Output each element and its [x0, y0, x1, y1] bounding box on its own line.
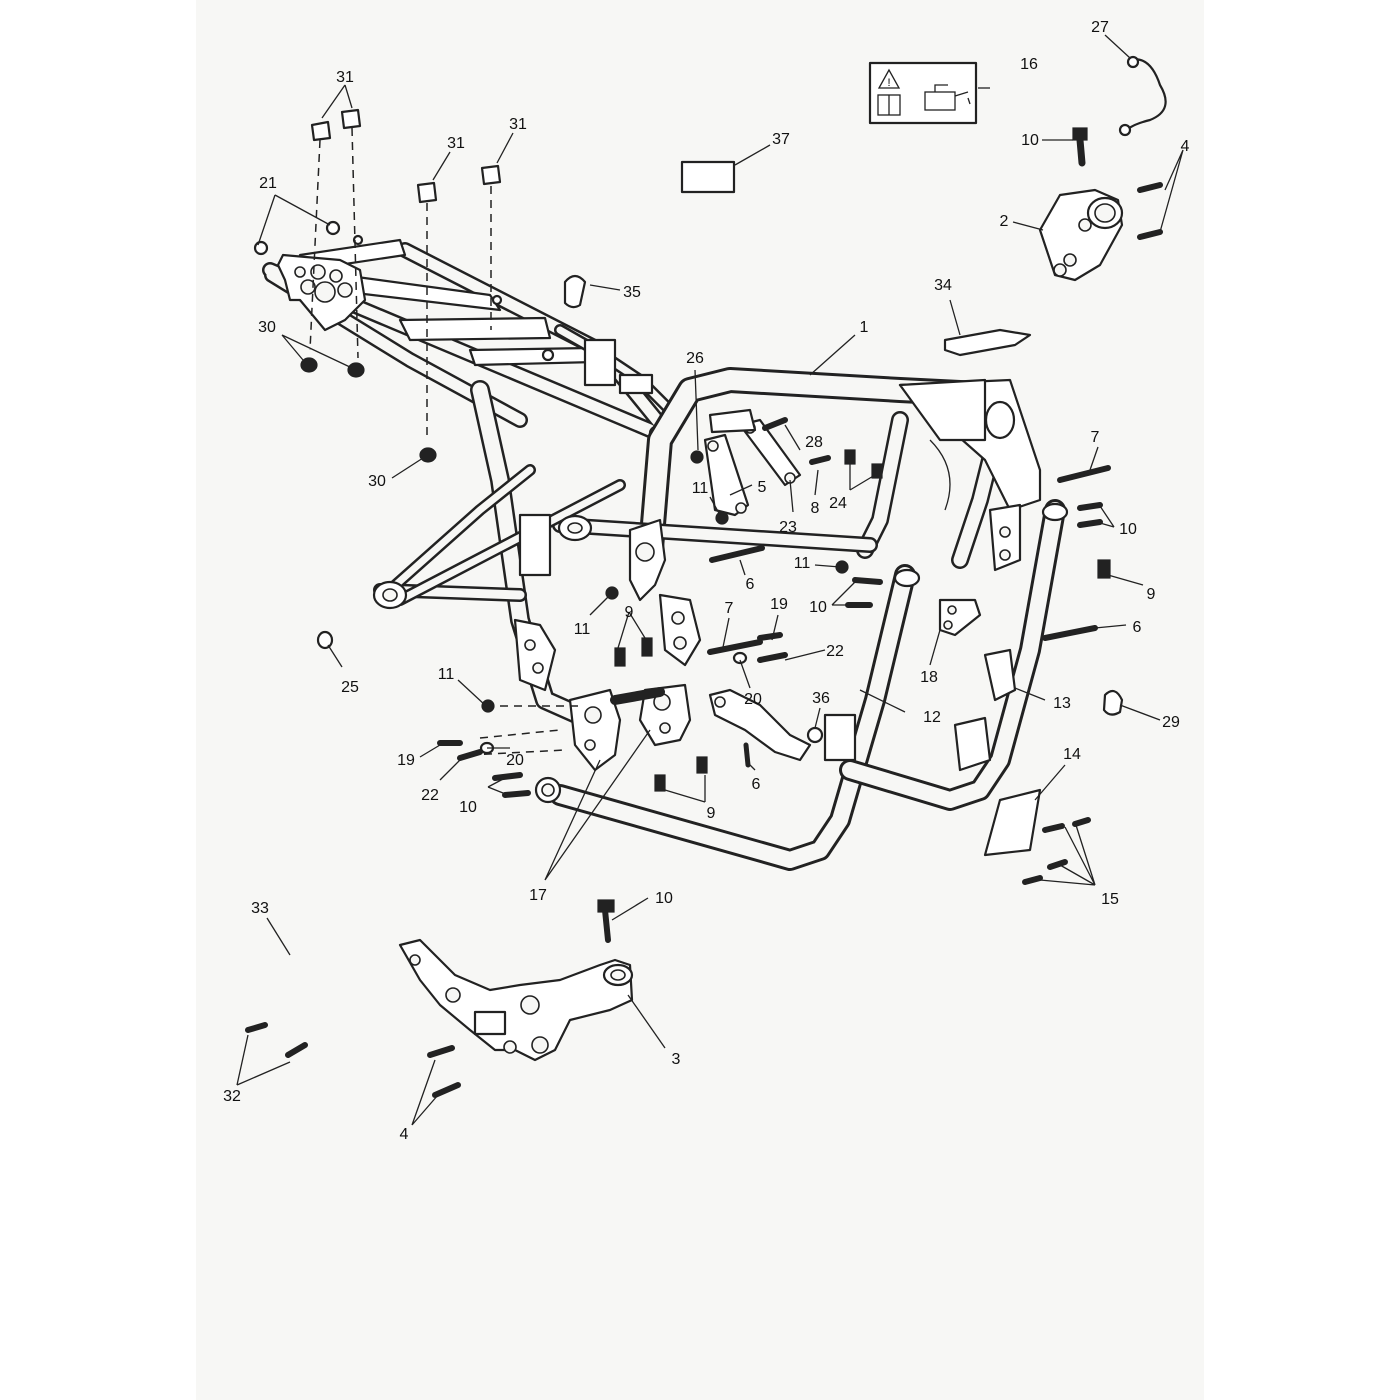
- callout-31a: 31: [336, 69, 354, 86]
- callout-11c: 11: [794, 555, 811, 572]
- callout-30a: 30: [258, 319, 276, 336]
- callout-27: 27: [1091, 19, 1109, 36]
- heel-guard-33: [276, 253, 367, 332]
- callout-20b: 20: [506, 752, 524, 769]
- lower-rail-left-12: [534, 564, 921, 871]
- callout-26: 26: [686, 350, 704, 367]
- callout-30b: 30: [368, 473, 386, 490]
- callout-36: 36: [812, 690, 830, 707]
- callout-18: 18: [920, 669, 938, 686]
- callout-35: 35: [623, 284, 641, 301]
- callout-23: 23: [779, 519, 797, 536]
- callout-31b: 31: [447, 135, 465, 152]
- bracket-lower-center: [708, 688, 857, 762]
- callout-9a: 9: [625, 604, 634, 621]
- callout-10c: 10: [809, 599, 827, 616]
- bolts: [245, 127, 1163, 1098]
- main-frame: [372, 367, 1042, 730]
- callout-6a: 6: [746, 576, 755, 593]
- callout-24: 24: [829, 495, 847, 512]
- mount-bracket-2: [1038, 188, 1124, 282]
- callout-11a: 11: [574, 621, 591, 638]
- callout-28: 28: [805, 434, 823, 451]
- clip-25: [316, 630, 334, 650]
- callout-16: 16: [1020, 56, 1038, 73]
- callout-9b: 9: [1147, 586, 1156, 603]
- label-37: [680, 160, 736, 194]
- callout-3: 3: [672, 1051, 681, 1068]
- callout-5: 5: [758, 479, 767, 496]
- footrest-mount-3: [398, 938, 634, 1062]
- lower-rail-right-13: [839, 499, 1069, 811]
- alignment-dashes: [309, 127, 580, 756]
- callout-21: 21: [259, 175, 277, 192]
- callout-10e: 10: [655, 890, 673, 907]
- callout-4b: 4: [400, 1126, 409, 1143]
- callout-labels: 1 2 3 4 4 5 6 6 6 7 7 8 9 9 9 10 10 10 1…: [223, 19, 1189, 1143]
- callout-7b: 7: [725, 600, 734, 617]
- callout-31c: 31: [509, 116, 527, 133]
- callout-9c: 9: [707, 805, 716, 822]
- callout-33: 33: [251, 900, 269, 917]
- callout-8: 8: [811, 500, 820, 517]
- side-plate-left-17: [568, 683, 692, 772]
- callout-4a: 4: [1181, 138, 1190, 155]
- callout-7a: 7: [1091, 429, 1100, 446]
- callout-17: 17: [529, 887, 547, 904]
- callout-34: 34: [934, 277, 952, 294]
- callout-13: 13: [1053, 695, 1071, 712]
- warning-decal-16: !: [868, 61, 978, 125]
- leader-lines: [236, 34, 1184, 1126]
- callout-14: 14: [1063, 746, 1081, 763]
- callout-15: 15: [1101, 891, 1119, 908]
- sleeve-35: [563, 274, 587, 309]
- callout-11d: 11: [438, 666, 455, 683]
- diagram-sheet: [196, 0, 1204, 1400]
- callout-10d: 10: [459, 799, 477, 816]
- callout-10b: 10: [1119, 521, 1137, 538]
- callout-1: 1: [860, 319, 869, 336]
- engine-mount-links: [703, 408, 802, 517]
- callout-2: 2: [1000, 213, 1009, 230]
- callout-11b: 11: [692, 480, 709, 497]
- callout-25: 25: [341, 679, 359, 696]
- callout-6c: 6: [752, 776, 761, 793]
- callout-22a: 22: [826, 643, 844, 660]
- callout-29: 29: [1162, 714, 1180, 731]
- bracket-18: [938, 598, 982, 637]
- clip-29: [1102, 689, 1124, 716]
- callout-19b: 19: [397, 752, 415, 769]
- svg-text:!: !: [887, 77, 890, 89]
- callout-22b: 22: [421, 787, 439, 804]
- callout-6b: 6: [1133, 619, 1142, 636]
- callout-10a: 10: [1021, 132, 1039, 149]
- nut-36: [806, 726, 824, 744]
- cover-plate-14: [983, 788, 1042, 857]
- callout-12: 12: [923, 709, 941, 726]
- rear-subframe: [262, 234, 686, 441]
- nuts: [253, 108, 849, 713]
- callout-32: 32: [223, 1088, 241, 1105]
- callout-20a: 20: [744, 691, 762, 708]
- cable-27: [1123, 58, 1167, 134]
- callout-19a: 19: [770, 596, 788, 613]
- pad-34: [943, 328, 1032, 357]
- callout-37: 37: [772, 131, 790, 148]
